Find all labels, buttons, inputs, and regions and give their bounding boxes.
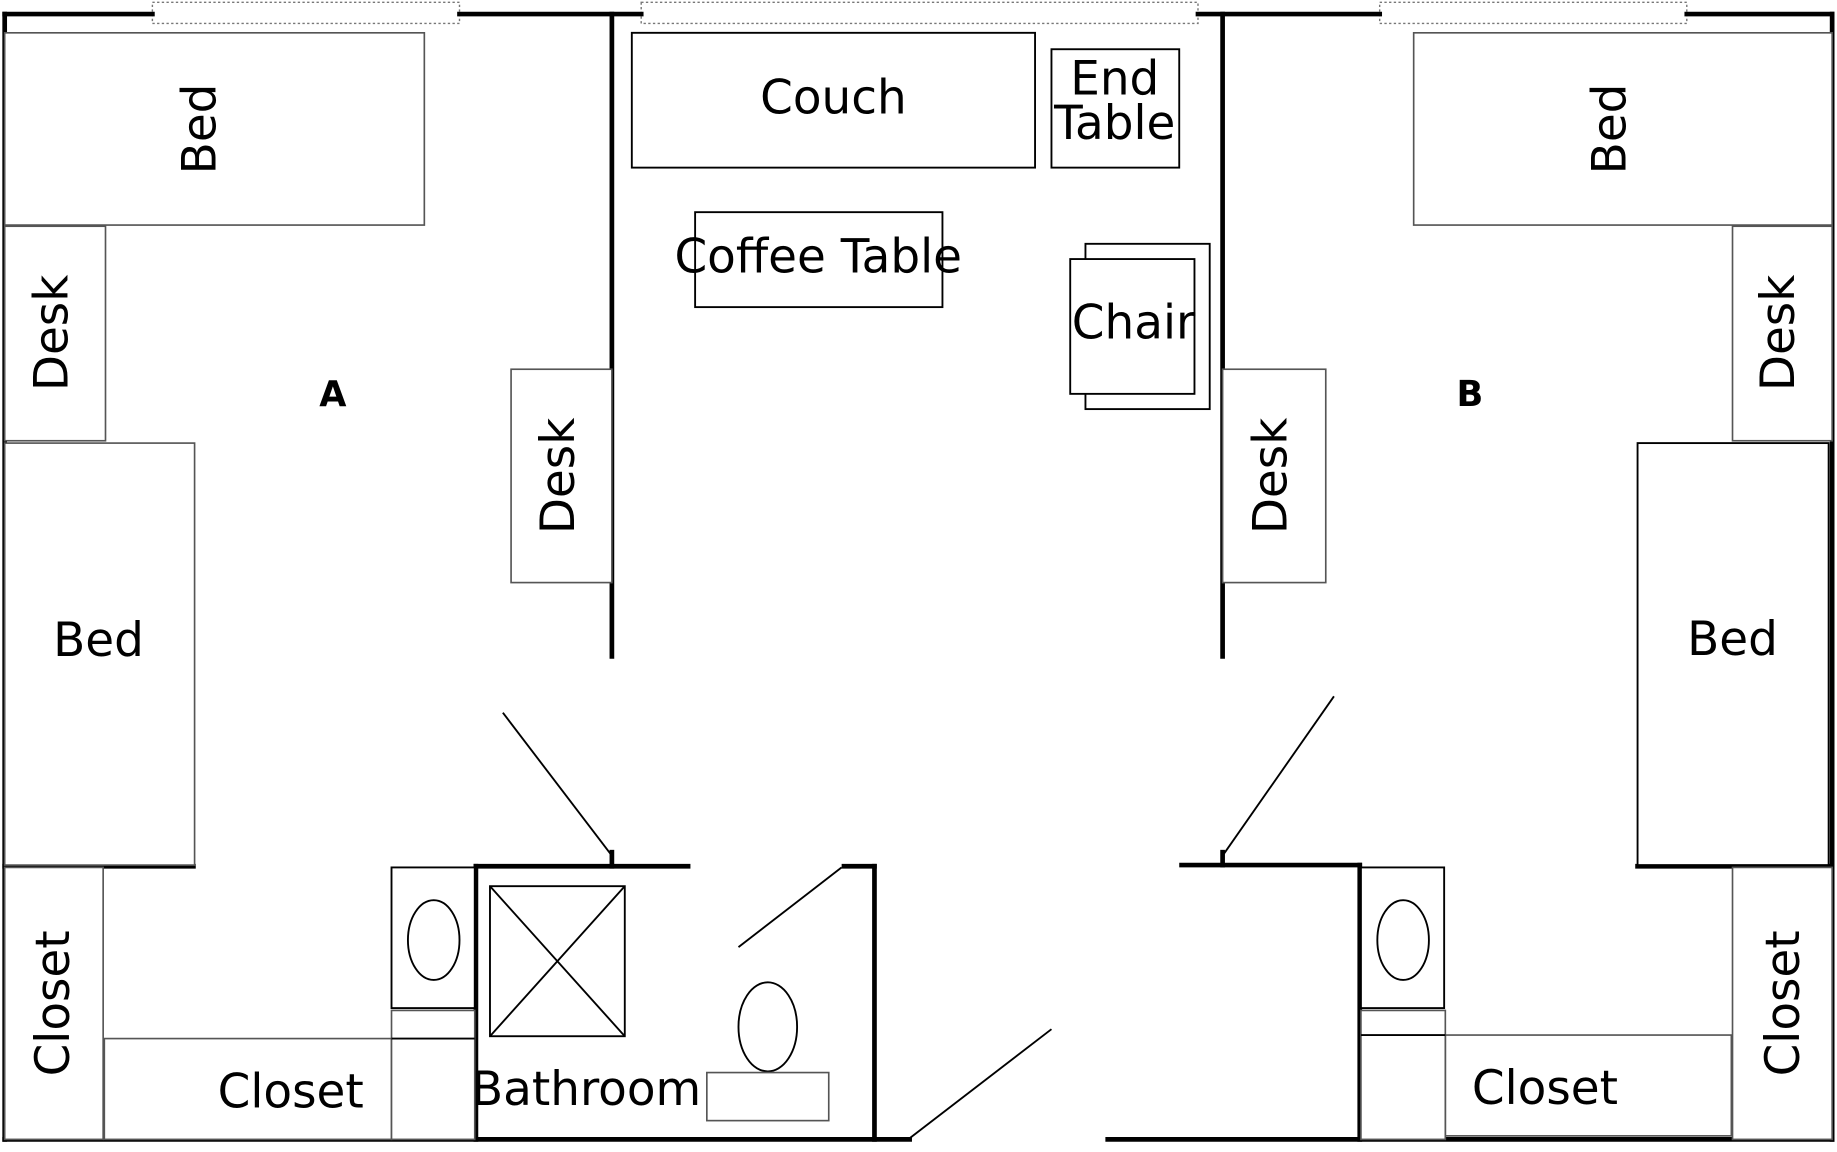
cabinet-a [390,1009,476,1141]
desk-b-right [1731,225,1833,442]
window-b [1378,1,1688,25]
end-table-label-line1: End [1070,52,1159,107]
bed-b-right [1636,442,1830,867]
end-table [1050,48,1181,169]
chair [1069,258,1196,395]
toilet-tank [706,1071,830,1122]
chair-label: Chair [1072,295,1196,350]
closet-a-vertical [3,866,104,1141]
bed-b-top [1412,32,1833,226]
desk-a-right-label: Desk [531,417,586,534]
bathroom-label: Bathroom [471,1062,701,1117]
bed-b-right-label: Bed [1687,612,1778,667]
sink-a-basin [406,899,461,981]
desk-a-left [3,225,107,442]
closet-a-bottom [103,1037,393,1141]
cabinet-b [1360,1009,1447,1141]
closet-b-vertical-label: Closet [1756,930,1811,1076]
bed-b-top-label: Bed [1582,84,1637,175]
coffee-table [694,211,944,309]
bed-a-top [3,32,426,226]
couch [630,31,1036,169]
bed-a-left [3,442,196,866]
bed-a-top-label: Bed [172,84,227,175]
room-a-label: A [319,374,347,415]
window-common [640,1,1199,25]
closet-b-vertical [1731,866,1833,1141]
bed-a-left-label: Bed [53,613,144,668]
desk-a-left-label: Desk [25,274,80,391]
closet-a-vertical-label: Closet [26,930,81,1076]
couch-label: Couch [760,70,907,125]
shower [489,885,626,1038]
desk-b-left-label: Desk [1244,417,1299,534]
desk-b-left [1221,368,1327,584]
closet-b-bottom [1444,1034,1733,1137]
coffee-table-label: Coffee Table [674,230,962,285]
end-table-label-line2: Table [1053,96,1175,151]
desk-a-right [510,368,613,584]
door-swings [502,695,1335,1139]
toilet-bowl [737,981,799,1073]
room-b-label: B [1457,374,1484,415]
closet-b-bottom-label: Closet [1472,1061,1618,1116]
window-a [151,1,461,25]
closet-a-bottom-label: Closet [218,1064,364,1119]
desk-b-right-label: Desk [1751,274,1806,391]
sink-b-basin [1376,899,1430,981]
